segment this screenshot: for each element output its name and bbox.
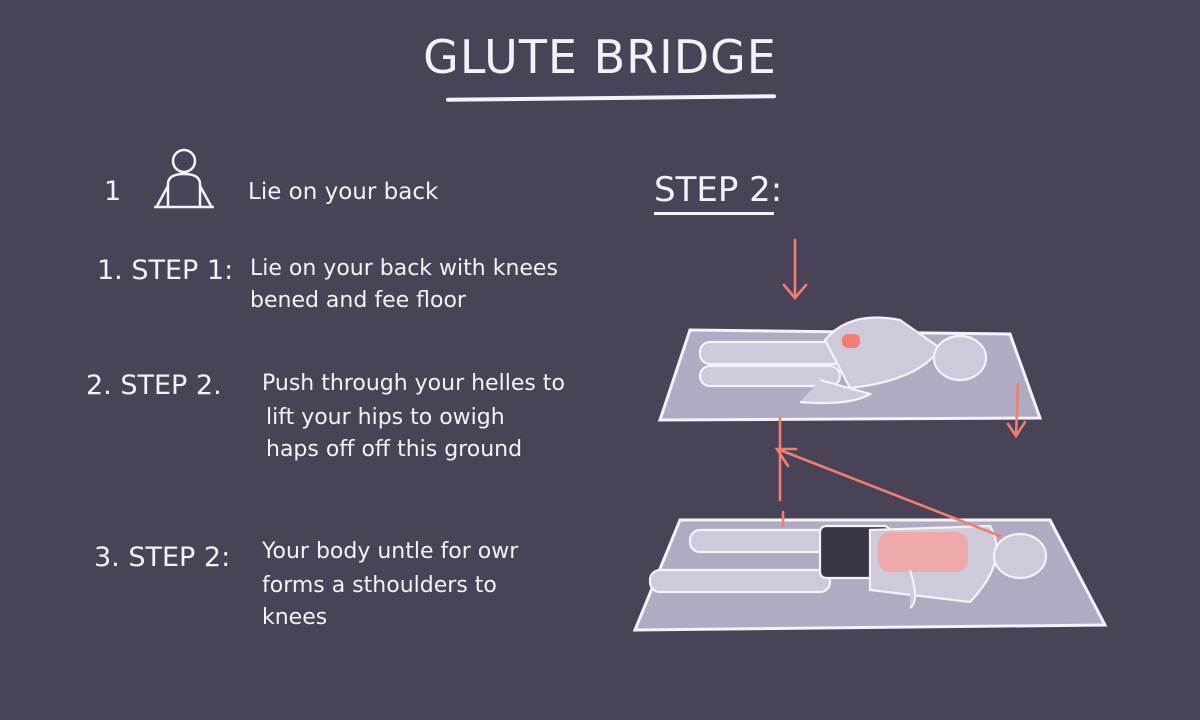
intro-text: Lie on your back [248,179,439,205]
step-1-line-2: bened and fee floor [250,288,466,313]
movement-arrows [774,238,1027,538]
illustration-heading-underline [654,212,774,215]
page-title: GLUTE BRIDGE [423,30,777,84]
step-3-line-2: forms a sthoulders to [262,573,497,598]
glute-bridge-illustration [620,230,1140,654]
step-1-line-1: Lie on your back with knees [250,256,558,281]
step-2-line-3: haps off off this ground [266,437,523,462]
step-2-line-1: Push through your helles to [262,371,565,396]
person-icon [152,146,216,216]
bottom-body [648,524,1048,609]
step-3-line-1: Your body untle for owr [262,539,519,564]
intro-number: 1 [104,176,122,207]
step-2-number: 2. STEP 2. [86,370,222,401]
step-2-line-2: lift your hips to owigh [266,405,505,430]
step-1-number: 1. STEP 1: [97,255,234,286]
step-3-line-3: knees [262,605,328,630]
title-underline [445,94,777,102]
step-3-number: 3. STEP 2: [94,542,231,573]
illustration-heading: STEP 2: [654,170,783,210]
top-body [698,316,988,405]
